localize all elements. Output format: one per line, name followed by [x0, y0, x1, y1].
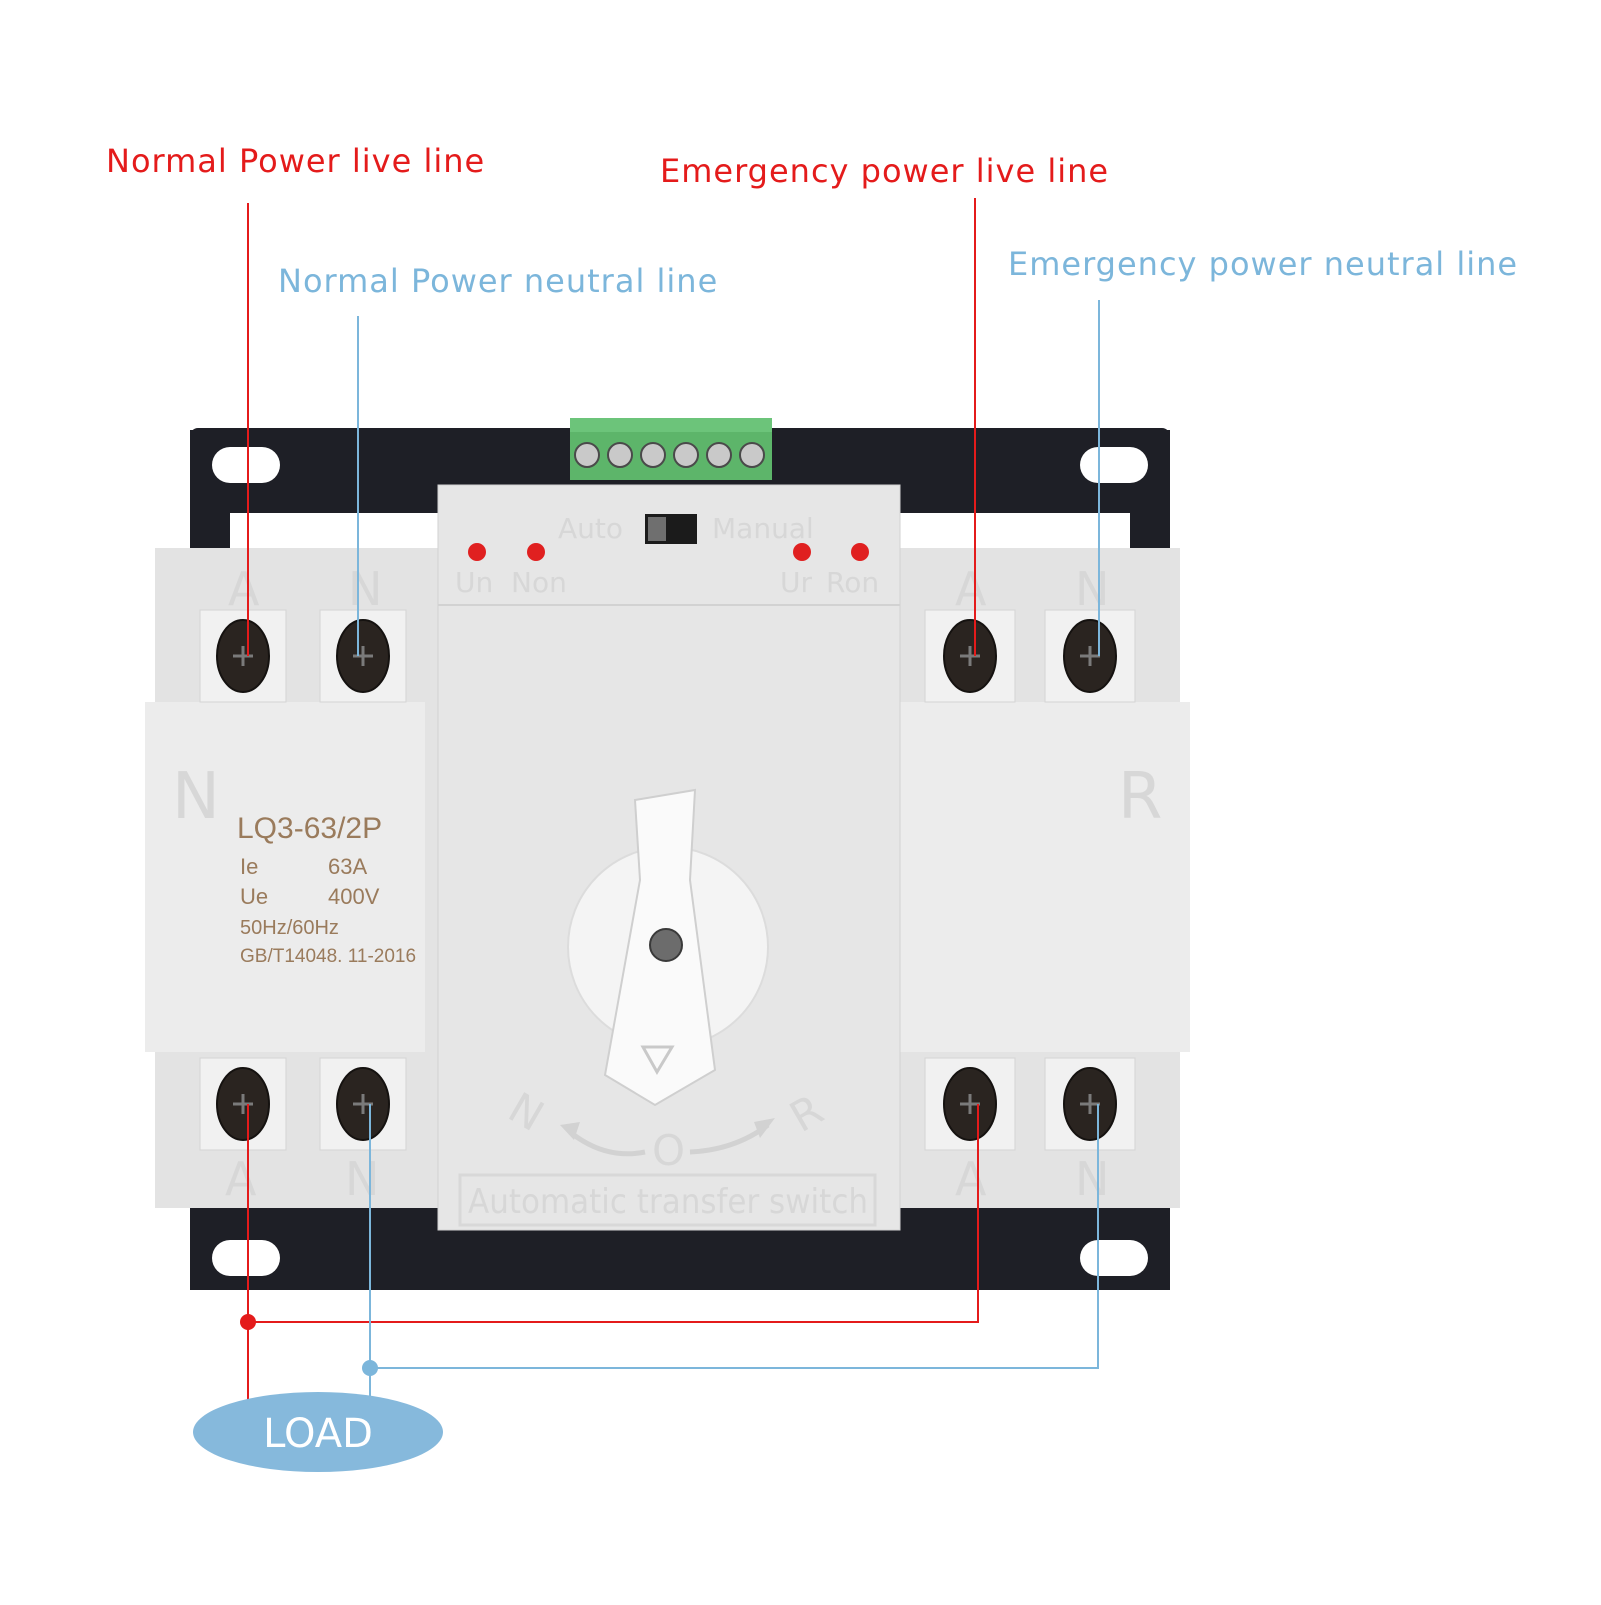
mount-hole — [212, 447, 280, 483]
right-module — [885, 548, 1190, 1208]
terminal-label: A — [955, 562, 987, 616]
terminal-label: N — [1075, 1152, 1109, 1206]
rating-marking: LQ3-63/2P Ie 63A Ue 400V 50Hz/60Hz GB/T1… — [237, 812, 416, 967]
terminal-label: N — [348, 562, 382, 616]
bottom-label: Automatic transfer switch — [468, 1182, 868, 1222]
mount-hole — [1080, 447, 1148, 483]
ie-label: Ie — [240, 854, 258, 879]
terminal-label: N — [345, 1152, 379, 1206]
terminal-label: A — [225, 1152, 257, 1206]
mount-hole — [212, 1240, 280, 1276]
indicator-led — [851, 543, 869, 561]
neutral-load-bus — [369, 1104, 1099, 1369]
callout-emergency-live: Emergency power live line — [660, 152, 1110, 190]
ue-label: Ue — [240, 884, 268, 909]
mode-manual-label: Manual — [712, 512, 814, 545]
pointer-triangle — [640, 1045, 675, 1075]
ie-value: 63A — [328, 854, 367, 879]
rotary-handle[interactable] — [567, 788, 769, 1107]
ue-value: 400V — [328, 884, 380, 909]
side-label-right: R — [1118, 760, 1162, 834]
live-wiring — [247, 198, 979, 1400]
bottom-label-frame — [458, 1173, 877, 1227]
load-ellipse — [193, 1392, 443, 1472]
live-junction — [240, 1314, 256, 1330]
neutral-junction — [362, 1360, 378, 1376]
terminal-label: N — [1075, 562, 1109, 616]
indicator-label: Ur — [780, 566, 812, 599]
side-label-left: N — [172, 760, 220, 834]
indicator-led — [468, 543, 486, 561]
callout-normal-neutral: Normal Power neutral line — [278, 262, 719, 300]
indicator-led — [527, 543, 545, 561]
terminal-label: A — [228, 562, 260, 616]
standard: GB/T14048. 11-2016 — [240, 946, 416, 967]
indicator-label: Non — [511, 566, 567, 599]
left-module — [145, 548, 445, 1208]
indicator-label: Ron — [826, 566, 879, 599]
model-number: LQ3-63/2P — [237, 812, 382, 845]
frequency: 50Hz/60Hz — [240, 917, 339, 939]
callout-normal-live: Normal Power live line — [106, 142, 486, 180]
mode-auto-label: Auto — [558, 512, 623, 545]
indicator-label: Un — [455, 566, 493, 599]
live-load-bus — [247, 1104, 979, 1323]
mount-hole — [1080, 1240, 1148, 1276]
callout-emergency-neutral: Emergency power neutral line — [1008, 245, 1519, 283]
indicator-led — [793, 543, 811, 561]
control-terminal-block — [570, 418, 772, 480]
terminal-label: A — [955, 1152, 987, 1206]
dial-label-o: O — [652, 1126, 685, 1175]
load-label: LOAD — [263, 1411, 373, 1457]
handle-screw — [649, 928, 683, 962]
